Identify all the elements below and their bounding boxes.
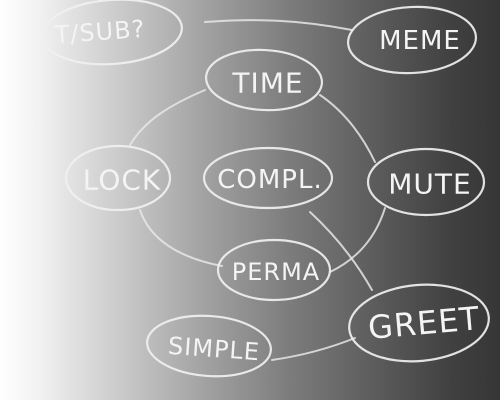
node-perma[interactable]: PERMA [216, 238, 332, 302]
edge-simple-greet [271, 337, 356, 361]
node-perma-label: PERMA [232, 258, 320, 286]
edge-time-mute [319, 94, 376, 163]
node-mute-label: MUTE [388, 168, 471, 201]
node-lock[interactable]: LOCK [64, 144, 172, 212]
edge-tsub-meme [204, 19, 353, 31]
node-tsub[interactable]: T/SUB? [40, 0, 184, 69]
edge-compl-greet [309, 211, 373, 291]
node-lock-label: LOCK [83, 164, 162, 197]
node-greet[interactable]: GREET [346, 279, 492, 367]
node-simple-label: SIMPLE [167, 332, 261, 366]
node-simple[interactable]: SIMPLE [145, 312, 273, 381]
node-compl-label: COMPL. [217, 165, 322, 195]
edges [129, 19, 386, 361]
node-greet-label: GREET [367, 299, 482, 347]
edge-lock-perma [139, 209, 223, 267]
node-meme[interactable]: MEME [346, 4, 478, 77]
node-meme-label: MEME [379, 26, 461, 56]
node-compl[interactable]: COMPL. [202, 146, 334, 210]
node-mute[interactable]: MUTE [366, 147, 486, 217]
node-tsub-label: T/SUB? [53, 15, 146, 49]
node-time[interactable]: TIME [204, 47, 324, 113]
edge-mute-perma [329, 207, 386, 273]
node-time-label: TIME [231, 67, 303, 100]
edge-time-lock [129, 89, 206, 146]
